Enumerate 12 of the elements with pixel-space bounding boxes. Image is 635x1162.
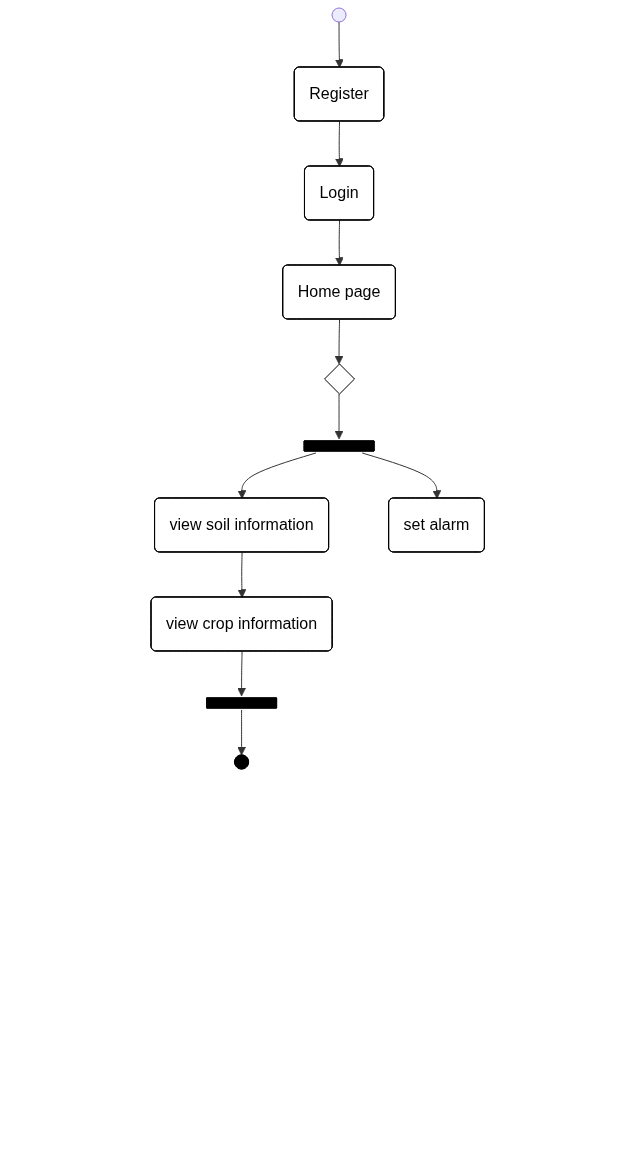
arrow <box>237 452 317 499</box>
arrow <box>334 121 344 167</box>
arrow <box>334 319 344 365</box>
arrow <box>237 552 247 598</box>
node-diamond <box>323 363 355 395</box>
arrow <box>334 21 344 68</box>
arrow <box>334 393 344 440</box>
arrow <box>237 650 246 697</box>
node-circle <box>331 7 347 23</box>
arrow <box>334 220 344 266</box>
arrow <box>237 709 246 756</box>
arrow <box>361 452 442 499</box>
